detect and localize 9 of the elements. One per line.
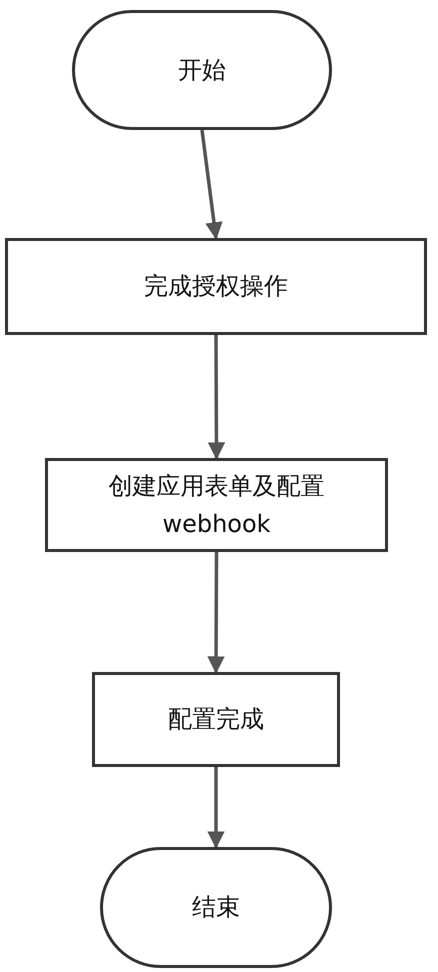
process-box: 配置完成	[92, 672, 340, 767]
arrow	[200, 130, 223, 240]
arrow	[207, 767, 225, 849]
arrow	[207, 552, 225, 674]
terminal-shape: 结束	[100, 847, 332, 968]
process-box: 创建应用表单及配置webhook	[45, 458, 388, 552]
process-box: 完成授权操作	[5, 238, 427, 335]
terminal-shape: 开始	[72, 10, 332, 130]
arrow	[208, 335, 226, 460]
